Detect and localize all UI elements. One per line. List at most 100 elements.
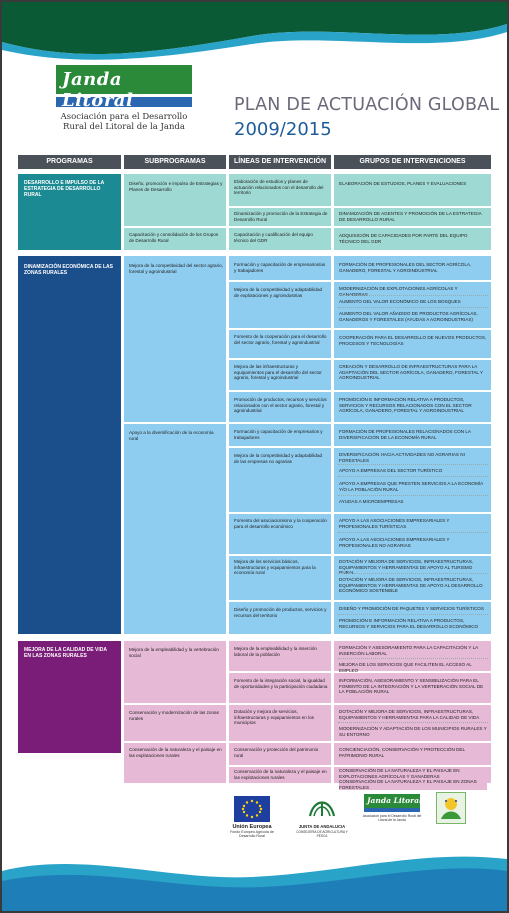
janda-litoral-footer-logo: Janda Litoral [364, 794, 420, 812]
p2-s2-group-10-label: DISEÑO Y PROMOCIÓN DE PAQUETES Y SERVICI… [339, 606, 484, 611]
p1-line-3-label: Capacitación y cualificación del equipo … [234, 232, 313, 243]
p1-group-1-cell [334, 174, 491, 206]
p2-s2-group-8-label: DOTACIÓN Y MEJORA DE SERVICIOS, INFRAEST… [339, 559, 474, 576]
p2-s1-group-1-label: FORMACIÓN DE PROFESIONALES DEL SECTOR AG… [339, 262, 472, 273]
header-subprogramas: SUBPROGRAMAS [124, 155, 226, 169]
p3-subprogram-1-cell [124, 641, 226, 703]
divider [338, 464, 488, 465]
p3-group-1-cell [334, 641, 491, 671]
junta-title: JUNTA DE ANDALUCIA [298, 824, 346, 829]
p2-s1-line-4-label: Mejora de las infraestructuras y equipam… [234, 364, 322, 381]
footer-logo-name: Janda Litoral [367, 796, 420, 805]
p3-group-3-cell [334, 673, 491, 703]
junta-subtitle: CONSEJERÍA DE AGRICULTURA Y PESCA [296, 830, 348, 838]
logo-subtitle-1: Asociación para el Desarrollo [60, 112, 188, 122]
page-title: PLAN DE ACTUACIÓN GLOBAL [234, 95, 500, 115]
program-1-label: DESARROLLO E IMPULSO DE LA ESTRATEGIA DE… [24, 180, 105, 198]
p2-s1-group-3-label: AUMENTO DEL VALOR ECONÓMICO DE LOS BOSQU… [339, 299, 461, 304]
janda-litoral-logo: Janda Litoral Asociación para el Desarro… [56, 65, 192, 141]
p2-s2-group-3-label: APOYO A EMPRESAS DEL SECTOR TURÍSTICO [339, 468, 443, 473]
p3-line-4-label: Conservación y protección del patrimonio… [234, 747, 319, 758]
p3-line-3-label: Dotación y mejora de servicios, infraest… [234, 709, 314, 726]
p3-line-1-label: Mejora de la empleabilidad y la inserció… [234, 646, 317, 657]
p1-subprogram-2-cell [124, 228, 226, 250]
p2-s2-group-1-cell [334, 424, 491, 446]
p2-s2-group-9-label: DOTACIÓN Y MEJORA DE SERVICIOS, INFRAEST… [339, 577, 483, 594]
p3-subprogram-2-cell [124, 705, 226, 741]
p2-s2-group-6-cell [334, 514, 491, 554]
p2-s1-line-5-cell [229, 392, 331, 422]
junta-andalucia-logo [304, 792, 340, 822]
divider [338, 722, 488, 723]
p3-subprogram-1-label: Mejora de la empleabilidad y la vertebra… [129, 647, 219, 658]
p3-line-2-label: Fomento de la integración social, la igu… [234, 678, 328, 689]
eu-stars-icon [241, 799, 263, 819]
leader-emblem-icon [441, 798, 461, 819]
p2-s1-group-5-cell [334, 330, 491, 358]
p1-group-2-cell [334, 208, 491, 226]
program-3-label: MEJORA DE LA CALIDAD DE VIDA EN LAS ZONA… [24, 647, 107, 659]
p3-group-3-label: INFORMACIÓN, ASESORAMIENTO Y SENSIBILIZA… [339, 678, 484, 695]
p3-group-5-label: MODERNIZACIÓN Y ADAPTACIÓN DE LOS MUNICI… [339, 726, 487, 737]
p2-s2-group-1-label: FORMACIÓN DE PROFESIONALES RELACIONADOS … [339, 429, 471, 440]
p2-s2-group-2-label: DIVERSIFICACIÓN HACIA ACTIVIDADES NO AGR… [339, 452, 465, 463]
junta-emblem-icon [308, 801, 336, 817]
p2-s1-line-3-label: Fomento de la cooperación para el desarr… [234, 334, 327, 345]
p2-s1-line-4-cell [229, 360, 331, 390]
logo-name: Janda Litoral [62, 69, 134, 107]
divider [338, 295, 488, 296]
p1-subprogram-1-label: Diseño, promoción e impulso de Estrategi… [129, 181, 223, 192]
leader-logo [436, 792, 466, 824]
divider [338, 307, 488, 308]
p1-group-1-label: ELABORACIÓN DE ESTUDIOS, PLANES Y EVALUA… [339, 181, 467, 186]
p2-s2-group-11-label: PROMOCIÓN E INFORMACIÓN RELATIVA A PRODU… [339, 618, 479, 629]
p3-subprogram-3-cell [124, 743, 226, 783]
p2-s1-group-5-label: COOPERACIÓN PARA EL DESARROLLO DE NUEVOS… [339, 335, 487, 346]
page-year: 2009/2015 [234, 119, 332, 140]
eu-logo [234, 796, 270, 822]
divider [338, 658, 488, 659]
p1-subprogram-2-label: Capacitación y consolidación de los Grup… [129, 232, 219, 243]
p2-s1-line-2-label: Mejora de la competitividad y adaptabili… [234, 287, 323, 298]
p2-s2-group-7-label: APOYO A LAS ASOCIACIONES EMPRESARIALES Y… [339, 537, 450, 548]
bottom-wave-decoration [2, 856, 507, 911]
p2-s1-group-4-label: AUMENTO DEL VALOR AÑADIDO DE PRODUCTOS A… [339, 311, 478, 322]
p2-s1-line-5-label: Promoción de productos, recursos y servi… [234, 397, 327, 414]
p2-s2-line-4-label: Mejora de los servicios básicos, infraes… [234, 559, 316, 576]
p2-s2-group-5-label: AYUDAS A MICROEMPRESAS [339, 499, 404, 504]
program-1-cell [18, 174, 121, 250]
p3-group-6-cell [334, 743, 491, 765]
p2-s1-group-2-label: MODERNIZACIÓN DE EXPLOTACIONES AGRÍCOLAS… [339, 286, 458, 297]
p1-group-2-label: DINAMIZACIÓN DE AGENTES Y PROMOCIÓN DE L… [339, 211, 482, 222]
program-2-label: DINAMIZACIÓN ECONÓMICA DE LAS ZONAS RURA… [24, 264, 113, 276]
p3-line-1-cell [229, 641, 331, 671]
p1-group-3-cell [334, 228, 491, 250]
p3-subprogram-3-label: Conservación de la naturaleza y el paisa… [129, 747, 222, 758]
p3-group-4-cell [334, 705, 491, 741]
p1-line-1-label: Elaboración de estudios y planes de actu… [234, 179, 324, 196]
p2-subprogram-2-cell [124, 424, 226, 634]
p2-s2-line-2-cell [229, 448, 331, 512]
p1-line-1-cell [229, 174, 331, 206]
p3-group-7-label: CONSERVACIÓN DE LA NATURALEZA Y EL PAISA… [339, 768, 460, 779]
footer-logo-subtitle: Asociación para el Desarrollo Rural del … [362, 814, 422, 822]
p2-s1-group-7-cell [334, 392, 491, 422]
p2-s2-group-4-label: APOYO A EMPRESAS QUE PRESTEN SERVICIOS A… [339, 481, 483, 492]
p1-group-3-label: ADQUISICIÓN DE CAPACIDADES POR PARTE DEL… [339, 233, 468, 244]
p1-subprogram-1-cell [124, 174, 226, 226]
p3-line-2-cell [229, 673, 331, 703]
p2-subprogram-2-label: Apoyo a la diversificación de la economí… [129, 430, 214, 441]
p1-line-2-label: Dinamización y promoción de la Estrategi… [234, 211, 328, 222]
p2-subprogram-1-label: Mejora de la competitividad del sector a… [129, 263, 223, 274]
p3-line-4-cell [229, 743, 331, 765]
p3-line-5-label: Conservación de la naturaleza y el paisa… [234, 769, 327, 780]
p3-group-1-label: FORMACIÓN Y ASESORAMIENTO PARA LA CAPACI… [339, 645, 478, 656]
p2-s2-line-2-label: Mejora de la competitividad y adaptabili… [234, 453, 323, 464]
eu-subtitle: Fondo Europeo Agrícola de Desarrollo Rur… [230, 830, 274, 838]
p2-s1-group-6-cell [334, 360, 491, 390]
p2-s1-line-2-cell [229, 282, 331, 328]
logo-subtitle-2: Rural del Litoral de la Janda [63, 122, 185, 132]
p3-subprogram-2-label: Conservación y modernización de las zona… [129, 710, 219, 721]
p2-s1-line-3-cell [229, 330, 331, 358]
p2-s1-line-1-cell [229, 256, 331, 280]
